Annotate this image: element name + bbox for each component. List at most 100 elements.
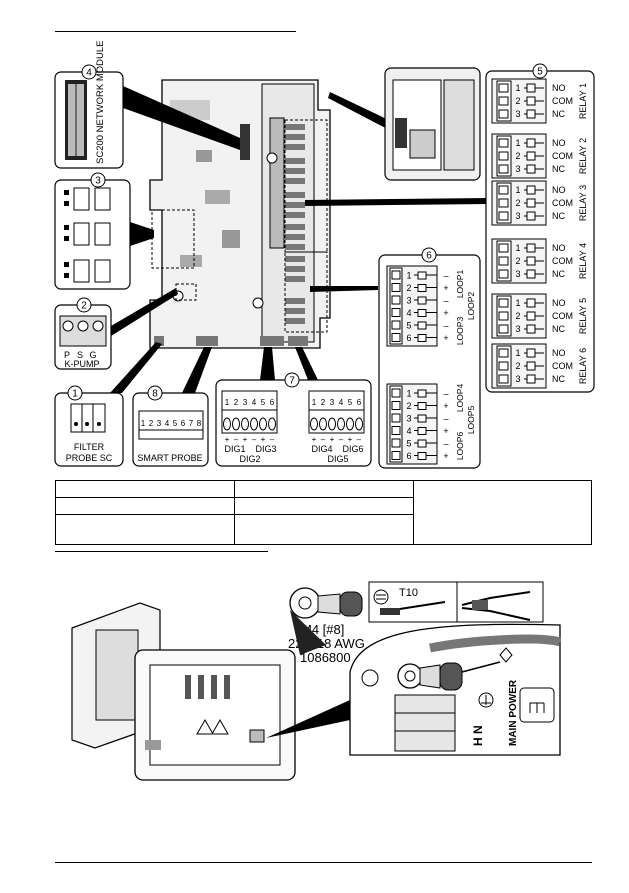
smart-probe-pin-1: 1 [141, 419, 146, 428]
loop-pin-number: 3 [406, 296, 411, 306]
relay-pin-number: 2 [515, 198, 520, 208]
dig6-label: DIG6 [342, 444, 363, 454]
dig-left-pin-3: 3 [243, 398, 248, 407]
loop6-label: LOOP6 [455, 432, 465, 461]
loop-pin-number: 6 [406, 451, 411, 461]
relay-contact-label: COM [552, 256, 573, 266]
kpump-terminal-g: G [89, 350, 96, 360]
spec-cell [234, 497, 414, 515]
dig-right-sign-5: + [348, 435, 353, 444]
loop-pin-sign: + [443, 333, 448, 343]
circuit-board [149, 79, 331, 349]
spec-cell [234, 514, 414, 545]
loop-pin-sign: + [443, 283, 448, 293]
dig-right-sign-4: – [339, 435, 344, 444]
smart-probe-pin-7: 7 [189, 419, 194, 428]
dig-right-pin-6: 6 [357, 398, 362, 407]
wiring-figure: SC200 NETWORK MODULE 4 3 P S G K-PUMP [54, 40, 595, 469]
filter-probe-line1: FILTER [74, 442, 105, 452]
kpump-label: K-PUMP [64, 359, 99, 369]
loops-callout: 1–2+3–4+5–6+1–2+3–4+5–6+ LOOP1 LOOP2 LOO… [378, 247, 481, 469]
tools-box [368, 581, 544, 623]
dig-right-sign-3: + [330, 435, 335, 444]
dig-right-pin-2: 2 [321, 398, 326, 407]
dig-left-sign-5: + [261, 435, 266, 444]
spec-cell [234, 480, 414, 498]
digital-inputs-callout: 1 2 3 4 5 6 + – + – + – DIG1 DIG3 DIG2 1… [215, 372, 372, 467]
section-title-rule [55, 31, 296, 32]
relay-pin-number: 3 [515, 269, 520, 279]
filter-probe-callout: FILTER PROBE SC 1 [54, 385, 124, 467]
loop1-label: LOOP1 [455, 270, 465, 299]
loop-connector: 1–2+3–4+5–6+ [386, 383, 449, 465]
main-power-label: MAIN POWER [508, 679, 519, 746]
ring-lug-part: 1086800 [300, 650, 351, 665]
instrument-enclosure [384, 67, 481, 181]
relay-pin-number: 1 [515, 185, 520, 195]
loop-pin-sign: – [443, 389, 448, 399]
dig3-label: DIG3 [255, 444, 276, 454]
spec-table [55, 480, 592, 545]
ring-lug [289, 587, 363, 619]
relay-pin-number: 1 [515, 348, 520, 358]
power-terminal-detail [349, 623, 562, 756]
relay-contact-label: NO [552, 243, 566, 253]
dig-left-sign-4: – [252, 435, 257, 444]
dig-right-sign-1: + [312, 435, 317, 444]
relay-label: RELAY 2 [578, 138, 588, 174]
loop-pin-sign: + [443, 451, 448, 461]
relay-label: RELAY 3 [578, 185, 588, 221]
callout-3: 3 [95, 176, 101, 187]
loop-pin-sign: + [443, 426, 448, 436]
dig-left-sign-2: – [234, 435, 239, 444]
torx-tool-label: T10 [399, 587, 418, 599]
callout-6: 6 [426, 251, 432, 262]
network-module-label: SC200 NETWORK MODULE [95, 40, 106, 164]
smart-probe-pin-5: 5 [173, 419, 178, 428]
loop-pin-number: 3 [406, 414, 411, 424]
relay-pin-number: 3 [515, 324, 520, 334]
loop2-label: LOOP2 [466, 292, 476, 321]
callout-5: 5 [537, 67, 543, 78]
spec-cell [55, 497, 235, 515]
relay-pin-number: 3 [515, 374, 520, 384]
relay-contact-label: NC [552, 374, 565, 384]
relay-contact-label: NC [552, 109, 565, 119]
callout-leaders [110, 86, 490, 393]
dig-left-pin-1: 1 [225, 398, 230, 407]
loop-pin-number: 5 [406, 439, 411, 449]
jumper-callout: 3 [54, 172, 131, 290]
relay-label: RELAY 6 [578, 348, 588, 384]
dig-left-pin-6: 6 [270, 398, 275, 407]
relay-contact-label: NO [552, 185, 566, 195]
power-wiring-figure: M4 [#8] 22 – 18 AWG 1086800 T10 [71, 581, 562, 781]
dig-left-pin-4: 4 [252, 398, 257, 407]
loop-pin-number: 1 [406, 271, 411, 281]
dig-right-pin-5: 5 [348, 398, 353, 407]
dig-left-pin-2: 2 [234, 398, 239, 407]
loop-pin-sign: – [443, 296, 448, 306]
dig-right-pin-1: 1 [312, 398, 317, 407]
relay-contact-label: NC [552, 324, 565, 334]
dig1-label: DIG1 [224, 444, 245, 454]
relay-pin-number: 1 [515, 138, 520, 148]
loop-connector: 1–2+3–4+5–6+ [386, 265, 449, 347]
dig-left-sign-3: + [243, 435, 248, 444]
smart-probe-callout: 1 2 3 4 5 6 7 8 SMART PROBE 8 [132, 385, 209, 467]
callout-7: 7 [289, 376, 295, 387]
kpump-callout: P S G K-PUMP 2 [54, 297, 112, 370]
section-rule [55, 551, 268, 552]
dig4-label: DIG4 [311, 444, 332, 454]
relay-contact-label: COM [552, 198, 573, 208]
relay-contact-label: NC [552, 211, 565, 221]
smart-probe-pin-3: 3 [157, 419, 162, 428]
relay-pin-number: 1 [515, 83, 520, 93]
callout-4: 4 [86, 68, 92, 79]
